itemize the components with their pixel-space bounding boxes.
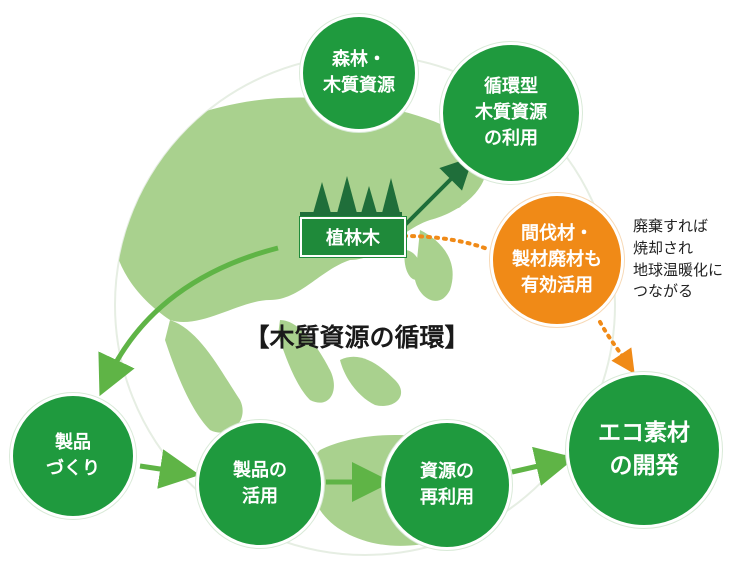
planting-label: 植林木 — [300, 217, 406, 257]
tree-icons — [300, 176, 402, 218]
arrow-planting-to-circular — [396, 156, 474, 234]
node-product-use: 製品の 活用 — [196, 420, 324, 548]
dotted-line-offcuts-to-eco — [598, 320, 635, 374]
arrow-planting-to-product-making — [98, 245, 279, 397]
incineration-note: 廃棄すれば 焼却され 地球温暖化に つながる — [633, 217, 724, 301]
arrow-making-to-use — [139, 449, 200, 489]
node-resource-reuse: 資源の 再利用 — [382, 420, 512, 550]
node-product-making: 製品 づくり — [10, 393, 136, 519]
diagram-title: 【木質資源の循環】 — [244, 323, 470, 352]
node-circular-use: 循環型 木質資源 の利用 — [440, 42, 582, 184]
node-forest-resource: 森林・ 木質資源 — [300, 14, 418, 132]
dotted-line-planting-to-offcuts — [402, 234, 492, 252]
node-eco-material: エコ素材 の開発 — [566, 372, 722, 528]
node-offcuts: 間伐材・ 製材廃材も 有効活用 — [490, 193, 624, 327]
arrow-reuse-to-eco — [511, 446, 576, 486]
